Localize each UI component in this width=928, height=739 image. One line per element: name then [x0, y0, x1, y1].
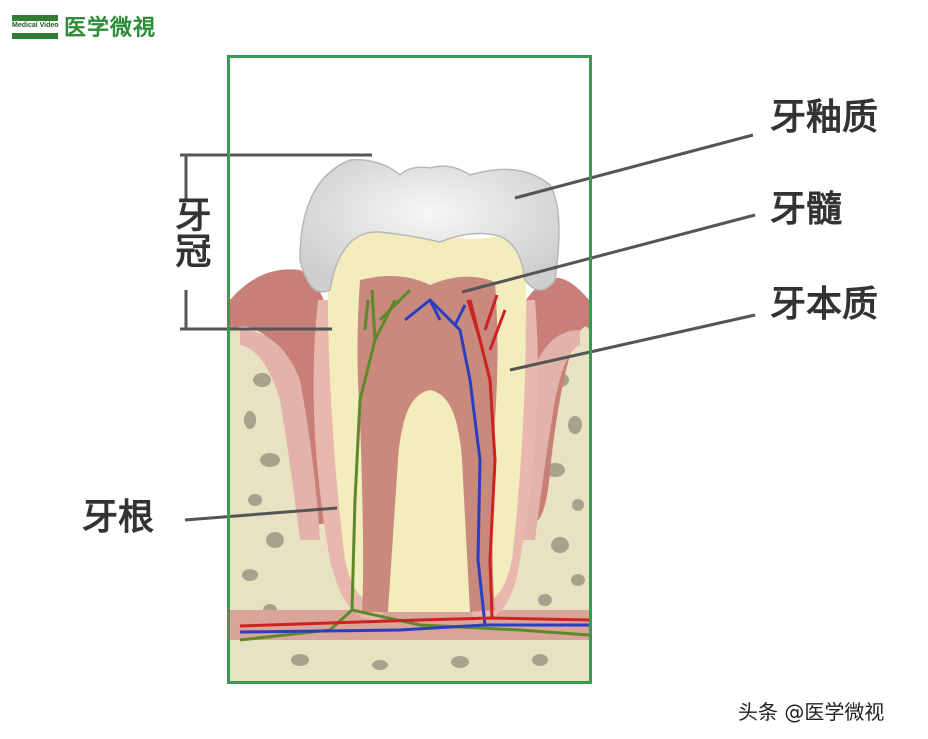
logo-mark-icon: Medical Video — [12, 13, 59, 39]
label-pulp: 牙髓 — [770, 189, 843, 230]
gum-left-inner — [240, 330, 320, 540]
bone-pores — [242, 373, 585, 670]
pulp — [357, 276, 498, 612]
credit-text: 头条 @医学微视 — [738, 700, 885, 724]
enamel — [299, 159, 560, 293]
artery — [239, 294, 589, 628]
label-enamel: 牙釉质 — [770, 97, 879, 138]
logo: Medical Video 医学微視 — [12, 10, 156, 42]
logo-text: 医学微視 — [64, 16, 157, 41]
vein — [239, 297, 589, 634]
label-crown: 牙冠 — [169, 196, 211, 268]
label-dentin: 牙本质 — [770, 284, 879, 325]
inter-root — [388, 398, 470, 612]
leader-lines — [180, 133, 756, 522]
label-root: 牙根 — [82, 497, 155, 538]
diagram-frame — [227, 55, 592, 684]
